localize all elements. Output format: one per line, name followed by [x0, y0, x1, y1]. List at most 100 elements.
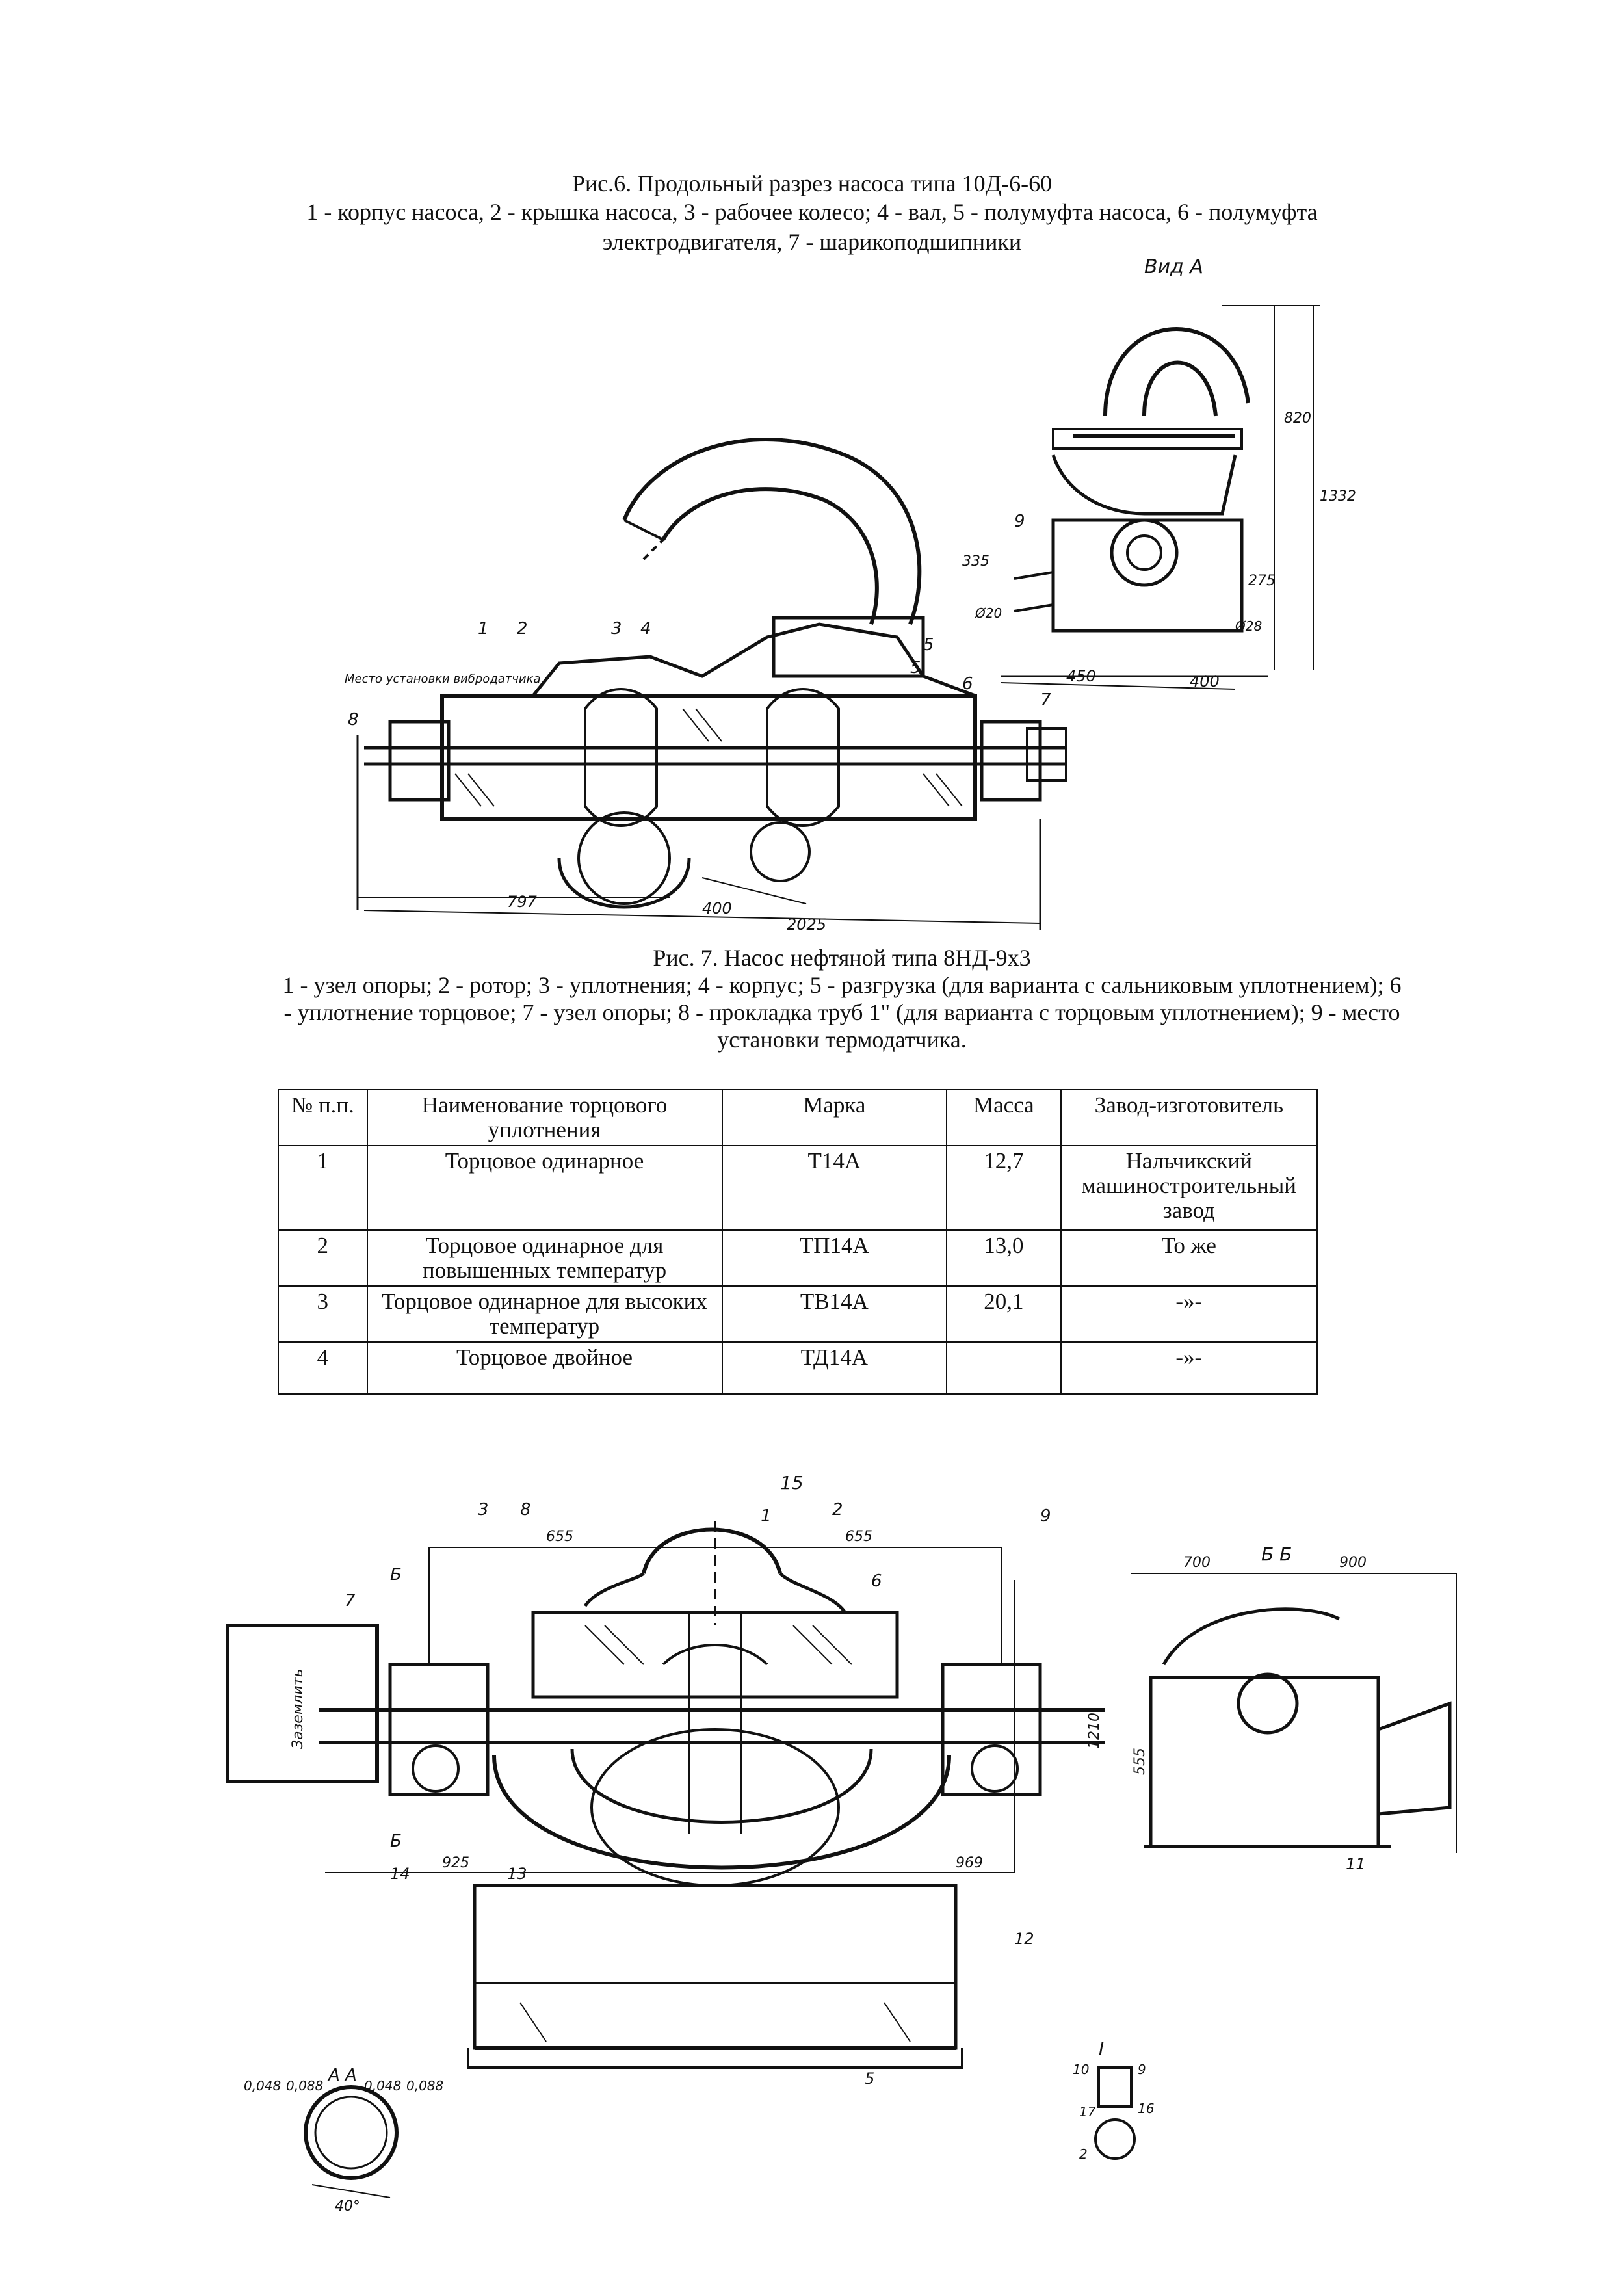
figure6-title: Рис.6. Продольный разрез насоса типа 10Д…	[571, 170, 1053, 196]
dim-900: 900	[1339, 1555, 1367, 1571]
table-cell: Торцовое одинарное для высоких температу…	[366, 1285, 723, 1343]
dim-797: 797	[507, 893, 538, 911]
vibration-sensor-label: Место установки вибродатчика	[345, 672, 541, 686]
table-cell: Торцовое двойное	[366, 1341, 723, 1395]
table-header: Наименование торцового уплотнения	[366, 1089, 723, 1146]
pump-drawing-bottom: Б Б А А I Заземлить 655 655 925 969 700 …	[226, 1472, 1457, 2215]
dim-555: 555	[1132, 1748, 1148, 1775]
figure6-legend: 1 - корпус насоса, 2 - крышка насоса, 3 …	[306, 199, 1318, 225]
callout-16: 16	[1138, 2101, 1154, 2116]
tolerance-left-1: 0,048	[244, 2078, 281, 2094]
callout-6: 6	[962, 674, 973, 694]
callout-11: 11	[1346, 1855, 1366, 1873]
callout-b-top: Б	[390, 1565, 402, 1585]
tolerance-right-1: 0,048	[364, 2078, 401, 2094]
callout-15: 15	[780, 1472, 804, 1493]
table-cell: 20,1	[946, 1285, 1062, 1343]
dim-275: 275	[1248, 573, 1276, 589]
grounding-label: Заземлить	[290, 1668, 306, 1749]
tolerance-right-2: 0,088	[406, 2078, 443, 2094]
table-cell: Нальчикский машиностроительный завод	[1060, 1145, 1318, 1231]
angle-40: 40°	[335, 2198, 360, 2215]
dim-400-view: 400	[1190, 672, 1220, 690]
mechanical-seal-table: № п.п. Наименование торцового уплотнения…	[278, 1089, 1318, 1395]
table-cell: 2	[278, 1229, 368, 1287]
callout-17: 17	[1079, 2104, 1096, 2120]
table-cell: 12,7	[946, 1145, 1062, 1231]
callout-3: 3	[611, 619, 622, 638]
table-cell: ТП14А	[721, 1229, 948, 1287]
table-cell: 3	[278, 1285, 368, 1343]
dim-1210: 1210	[1086, 1713, 1103, 1749]
callout-9-detail: 9	[1138, 2062, 1146, 2077]
callout-9: 9	[1040, 1506, 1051, 1526]
section-aa-label: А А	[327, 2066, 357, 2085]
table-cell	[946, 1341, 1062, 1395]
callout-14: 14	[390, 1865, 410, 1883]
table-header: № п.п.	[278, 1089, 368, 1146]
callout-7: 7	[1040, 690, 1051, 710]
table-cell: То же	[1060, 1229, 1318, 1287]
figure7-legend-continued: - уплотнение торцовое; 7 - узел опоры; 8…	[283, 999, 1400, 1025]
figure7-title: Рис. 7. Насос нефтяной типа 8НД-9х3	[653, 945, 1031, 971]
table-cell: Торцовое одинарное	[366, 1145, 723, 1231]
view-a-label: Вид А	[1144, 256, 1203, 278]
dim-2025: 2025	[787, 915, 826, 934]
table-row: 4 Торцовое двойное ТД14А -»-	[278, 1341, 1318, 1395]
table-header: Завод-изготовитель	[1060, 1089, 1318, 1146]
dim-400: 400	[702, 899, 732, 917]
table-cell: 13,0	[946, 1229, 1062, 1287]
dim-700: 700	[1183, 1555, 1211, 1571]
figure7-caption: Рис. 7. Насос нефтяной типа 8НД-9х3 1 - …	[215, 944, 1469, 1053]
table-cell: 1	[278, 1145, 368, 1231]
table-row: 1 Торцовое одинарное Т14А 12,7 Нальчикск…	[278, 1145, 1318, 1231]
section-bb-label: Б Б	[1261, 1544, 1292, 1565]
table-cell: 4	[278, 1341, 368, 1395]
callout-8: 8	[348, 710, 359, 730]
figure6-legend-continued: электродвигателя, 7 - шарикоподшипники	[602, 229, 1022, 255]
callout-2: 2	[517, 619, 528, 638]
callout-10: 10	[1073, 2062, 1089, 2077]
callout-12: 12	[1014, 1930, 1034, 1948]
dim-335: 335	[962, 553, 989, 570]
figure7-legend-end: установки термодатчика.	[717, 1027, 967, 1053]
figure7-legend: 1 - узел опоры; 2 - ротор; 3 - уплотнени…	[282, 972, 1402, 998]
callout-b-bottom: Б	[390, 1832, 402, 1851]
pump-section-drawing-top: Вид А Место установки вибродатчика 797 4…	[345, 256, 1356, 934]
callout-1: 1	[478, 619, 489, 638]
table-cell: -»-	[1060, 1285, 1318, 1343]
table-cell: Т14А	[721, 1145, 948, 1231]
callout-2: 2	[832, 1500, 843, 1519]
table-cell: ТД14А	[721, 1341, 948, 1395]
detail-node-label: I	[1099, 2038, 1104, 2059]
callout-5: 5	[865, 2070, 874, 2088]
dim-d28: Ø28	[1235, 618, 1262, 634]
callout-7: 7	[345, 1591, 356, 1611]
table-header-row: № п.п. Наименование торцового уплотнения…	[278, 1089, 1318, 1146]
dim-d20: Ø20	[975, 605, 1002, 621]
tolerance-left-2: 0,088	[286, 2078, 323, 2094]
callout-2-detail: 2	[1079, 2146, 1088, 2162]
table-header: Марка	[721, 1089, 948, 1146]
callout-4: 4	[640, 619, 651, 638]
callout-5b: 5	[910, 658, 921, 677]
callout-8: 8	[520, 1500, 531, 1519]
table-header: Масса	[946, 1089, 1062, 1146]
callout-13: 13	[507, 1865, 527, 1883]
dim-820: 820	[1284, 410, 1311, 427]
table-cell: Торцовое одинарное для повышенных темпер…	[366, 1229, 723, 1287]
table-cell: ТВ14А	[721, 1285, 948, 1343]
dim-969: 969	[956, 1855, 983, 1871]
dim-1332: 1332	[1320, 488, 1356, 505]
table-row: 3 Торцовое одинарное для высоких темпера…	[278, 1285, 1318, 1343]
callout-9: 9	[1014, 512, 1025, 531]
dim-655-right: 655	[845, 1529, 872, 1545]
dim-925: 925	[442, 1855, 469, 1871]
table-row: 2 Торцовое одинарное для повышенных темп…	[278, 1229, 1318, 1287]
dim-450: 450	[1066, 667, 1096, 685]
callout-5: 5	[923, 635, 934, 655]
callout-1: 1	[761, 1506, 772, 1526]
callout-6: 6	[871, 1571, 882, 1591]
dim-655-left: 655	[546, 1529, 573, 1545]
callout-3: 3	[478, 1500, 489, 1519]
